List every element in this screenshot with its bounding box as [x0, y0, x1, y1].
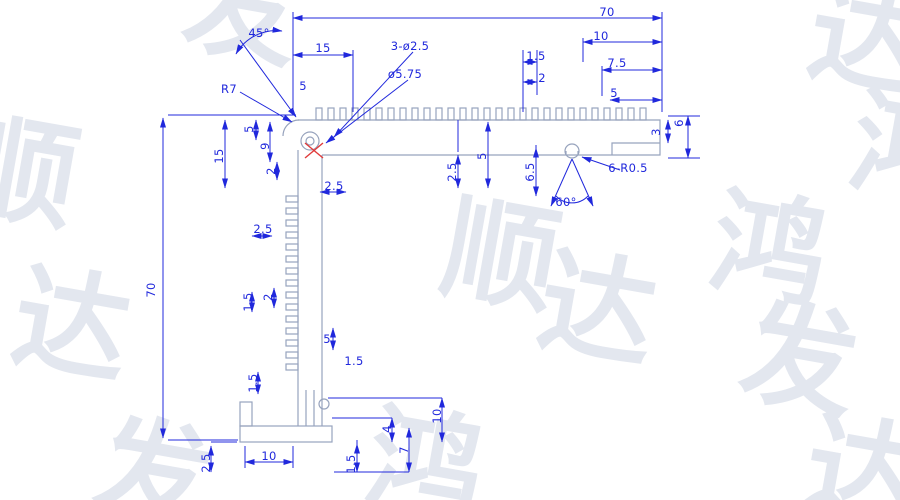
dimension-label: 2.5: [199, 453, 213, 473]
dimension-label: 1.5: [241, 292, 255, 312]
dimension-label: 5: [610, 86, 618, 100]
dimension-label: 5: [475, 152, 489, 160]
right-end-step: [611, 142, 660, 155]
dimension-label: 3-ø2.5: [390, 39, 430, 53]
dimension-label: 2: [538, 71, 546, 85]
dimension-label: 5: [242, 125, 256, 133]
dimension-label: 3: [649, 128, 663, 136]
dimension-label: 2: [261, 293, 275, 301]
dimension-label: ø5.75: [387, 67, 423, 81]
profile-outline: [239, 107, 661, 443]
angle-45-arc: [235, 26, 283, 55]
dimension-label: R7: [221, 82, 237, 96]
angle-60-arc: [555, 195, 589, 204]
corner-hole-inner: [305, 136, 315, 146]
vertical-arm: [297, 150, 323, 426]
center-mark-red: [304, 142, 324, 159]
dimension-label: 60°: [555, 195, 577, 209]
dimension-label: 6.5: [523, 162, 537, 182]
dimension-label: 2.5: [445, 162, 459, 182]
dimension-label: 6: [672, 119, 686, 127]
dimension-label: 7: [397, 446, 411, 454]
corner-hole-outer: [300, 131, 320, 151]
dimension-label: 7.5: [607, 56, 627, 70]
dimension-label: 1.5: [526, 49, 546, 63]
foot-slot: [305, 390, 315, 426]
foot-base: [239, 425, 333, 443]
dimension-label: 1.5: [344, 354, 364, 368]
right-slot-lips: [565, 151, 579, 155]
dimension-label: 2: [264, 167, 278, 175]
dimension-label: 1.5: [246, 373, 260, 393]
dimension-label: 45°: [248, 26, 270, 40]
dimension-label: 15: [212, 148, 226, 164]
dimension-lines: [160, 12, 700, 473]
dimension-label: 10: [593, 29, 609, 43]
dimension-label: 4: [380, 425, 394, 433]
dimension-label: 2.5: [324, 179, 344, 193]
corner-fillet: [282, 119, 300, 137]
dimension-label: 6-R0.5: [608, 161, 648, 175]
dimension-label: 70: [144, 282, 158, 298]
dimension-label: 1.5: [344, 454, 358, 474]
dimension-label: 15: [315, 41, 331, 55]
dimension-label: 9: [258, 142, 272, 150]
dimension-label: 10: [430, 408, 444, 424]
horizontal-arm: [298, 119, 661, 156]
foot-lip: [239, 401, 253, 427]
dimension-label: 70: [599, 5, 615, 19]
dimension-label: 10: [261, 449, 277, 463]
right-slot-hole: [564, 143, 580, 159]
fin-teeth: [285, 107, 647, 371]
dimension-label: 2.5: [253, 222, 273, 236]
dimension-label: 5: [323, 332, 331, 346]
foot-hole: [318, 398, 330, 410]
dimension-label: 5: [299, 79, 307, 93]
